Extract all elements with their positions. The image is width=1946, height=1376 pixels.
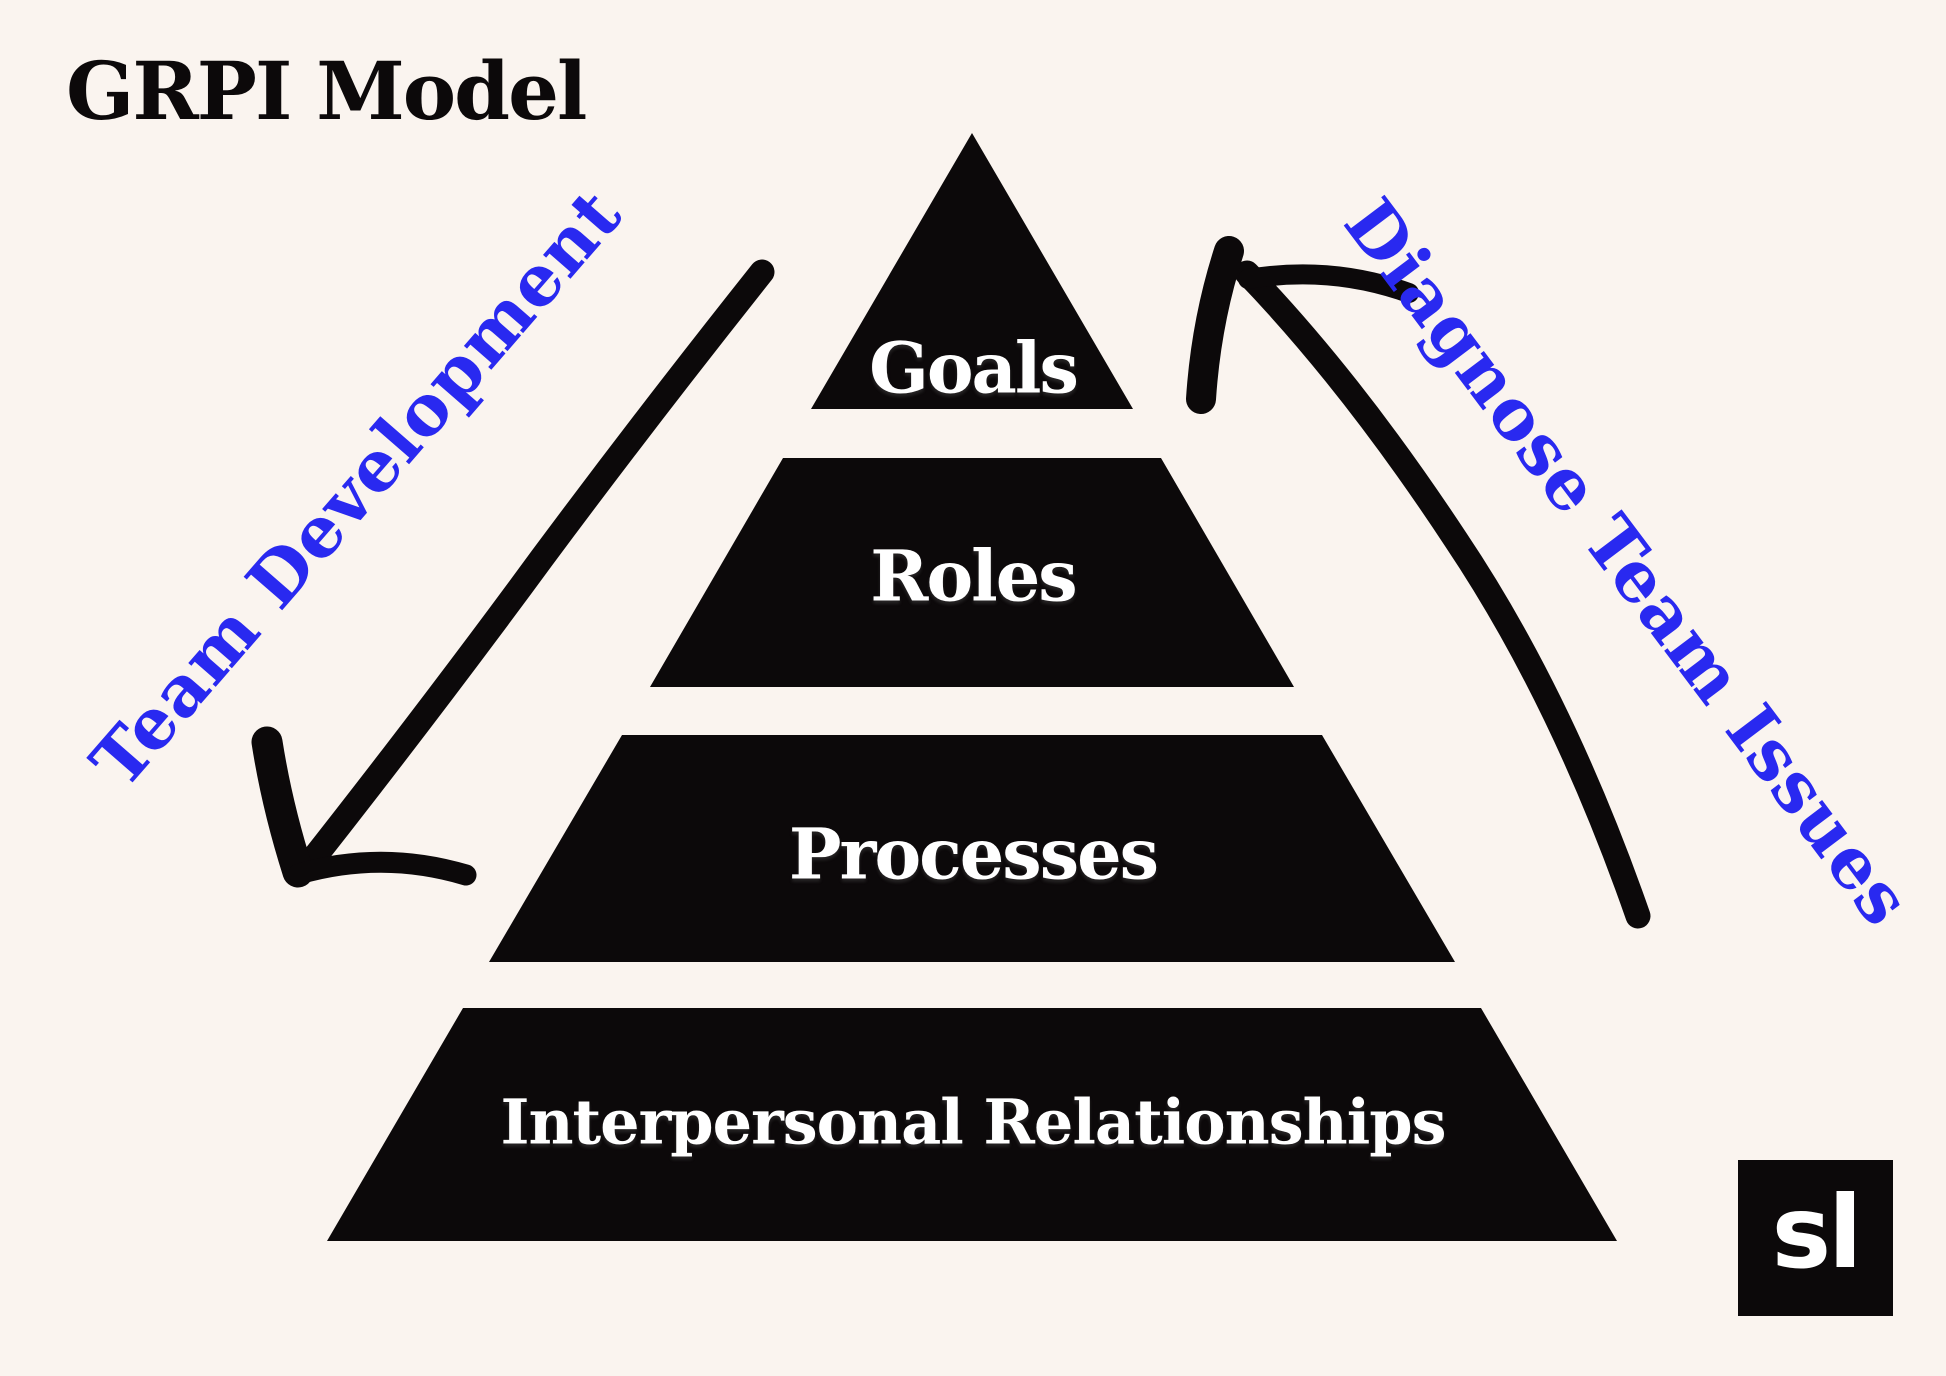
- sl-brand-logo-text: sl: [1771, 1174, 1863, 1291]
- pyramid-level-label-roles: Roles: [870, 534, 1077, 618]
- team-development-arrowhead-barb-right: [288, 851, 477, 886]
- diagnose-arrowhead-barb-right: [1238, 264, 1419, 303]
- pyramid-level-interpersonal-shape: [327, 1008, 1617, 1241]
- page-title: GRPI Model: [66, 44, 587, 138]
- sl-brand-logo: sl: [1738, 1160, 1893, 1316]
- pyramid-level-label-processes: Processes: [788, 812, 1159, 896]
- pyramid-level-processes-shape: [489, 735, 1455, 962]
- diagnose-team-issues-arrow: [1186, 236, 1651, 929]
- team-development-arrow: [251, 259, 775, 888]
- pyramid-level-label-interpersonal: Interpersonal Relationships: [500, 1085, 1446, 1159]
- pyramid-level-roles-shape: [650, 458, 1294, 687]
- pyramid-level-goals-shape: [811, 133, 1133, 409]
- diagnose-arrow-shaft: [1234, 260, 1651, 929]
- pyramid-level-label-goals: Goals: [869, 326, 1079, 410]
- team-development-arrow-shaft: [293, 259, 775, 881]
- diagnose-arrowhead-barb-down: [1186, 236, 1244, 414]
- team-development-arrowhead-barb-up: [251, 726, 314, 888]
